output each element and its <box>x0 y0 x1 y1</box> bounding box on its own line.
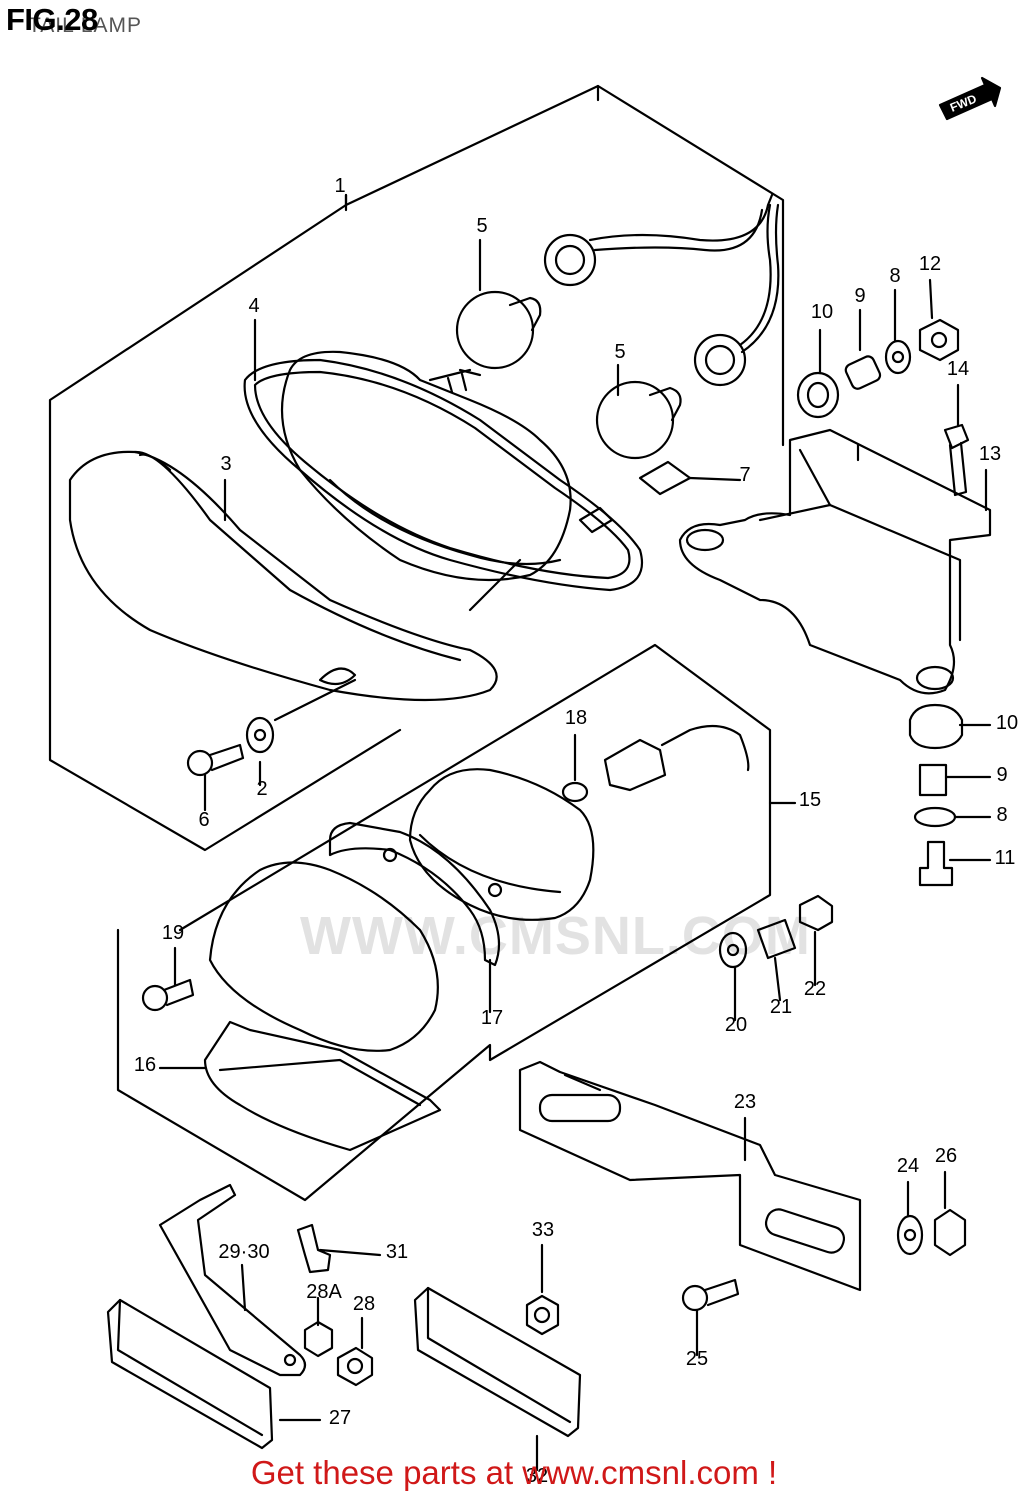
callout-9: 9 <box>854 285 865 307</box>
nut-26 <box>933 1208 967 1257</box>
washer-2 <box>245 716 275 754</box>
callout-10: 10 <box>996 712 1018 734</box>
figure-subtitle: TAIL LAMP <box>28 14 143 37</box>
gasket-4 <box>243 358 644 592</box>
nut-33 <box>525 1294 560 1336</box>
group-frame-15 <box>116 643 772 1202</box>
callout-27: 27 <box>329 1407 351 1429</box>
clip-7 <box>638 460 692 496</box>
bolt-11 <box>918 840 954 887</box>
collar-21 <box>756 918 797 960</box>
socket-lower <box>693 333 747 387</box>
lens-3-outline <box>68 450 498 702</box>
callout-16: 16 <box>134 1054 156 1076</box>
callout-10: 10 <box>811 301 833 323</box>
bolt-14 <box>943 423 970 497</box>
callout-18: 18 <box>565 707 587 729</box>
bulb-5a <box>455 290 535 370</box>
callout-12: 12 <box>919 253 941 275</box>
collar-9-upper <box>844 355 882 390</box>
bulb-5b <box>595 380 675 460</box>
screw-19 <box>141 984 169 1012</box>
callout-13: 13 <box>979 443 1001 465</box>
reflector-bracket-29-30 <box>158 1183 307 1377</box>
washer-20 <box>718 931 748 969</box>
callout-26: 26 <box>935 1145 957 1167</box>
callout-24: 24 <box>897 1155 919 1177</box>
bulb-18 <box>561 781 589 803</box>
callout-23: 23 <box>734 1091 756 1113</box>
socket-upper <box>543 233 597 287</box>
callout-31: 31 <box>386 1241 408 1263</box>
bracket-13 <box>678 428 992 695</box>
callout-9: 9 <box>996 764 1007 786</box>
gasket-17 <box>328 821 501 967</box>
callout-labels: 1234556789101213141098111517181916202122… <box>134 175 1018 1487</box>
nut-28A <box>303 1320 334 1358</box>
callout-4: 4 <box>248 295 259 317</box>
callout-11: 11 <box>995 847 1016 869</box>
callout-5: 5 <box>614 341 625 363</box>
callout-28A: 28A <box>306 1281 342 1303</box>
washer-24 <box>896 1214 924 1256</box>
lens-16 <box>208 861 439 1052</box>
washer-8-upper <box>884 339 912 375</box>
callout-22: 22 <box>804 978 826 1000</box>
collar-9-lower <box>918 763 948 797</box>
nut-12 <box>918 318 960 362</box>
socket-license <box>603 738 667 792</box>
callout-8: 8 <box>996 804 1007 826</box>
callout-32: 32 <box>526 1465 548 1487</box>
callout-25: 25 <box>686 1348 708 1370</box>
callout-19: 19 <box>162 922 184 944</box>
nut-28 <box>336 1346 374 1387</box>
grommet-10-upper <box>796 371 840 419</box>
callout-2: 2 <box>256 778 267 800</box>
callout-21: 21 <box>770 996 792 1018</box>
callout-17: 17 <box>481 1007 503 1029</box>
callout-33: 33 <box>532 1219 554 1241</box>
callout-8: 8 <box>889 265 900 287</box>
group-frame-1 <box>344 84 785 447</box>
screw-25 <box>681 1284 709 1312</box>
callout-7: 7 <box>739 464 750 486</box>
figure-number: FIG.28 <box>6 2 98 37</box>
callout-3: 3 <box>220 453 231 475</box>
callout-20: 20 <box>725 1014 747 1036</box>
bolt-31 <box>296 1223 332 1274</box>
nut-22 <box>798 894 834 932</box>
lamp-housing <box>280 350 572 582</box>
callout-28: 28 <box>353 1293 375 1315</box>
license-bracket-23 <box>518 1060 862 1292</box>
callout-6: 6 <box>198 809 209 831</box>
callout-5: 5 <box>476 215 487 237</box>
footer-link[interactable]: Get these parts at www.cmsnl.com ! <box>250 1454 778 1491</box>
license-lamp-housing <box>408 768 595 921</box>
screw-6 <box>186 749 214 777</box>
callout-14: 14 <box>947 358 969 380</box>
grommet-10-lower <box>908 703 964 750</box>
callout-29-30: 29·30 <box>218 1241 269 1263</box>
callout-15: 15 <box>799 789 821 811</box>
washer-8-lower <box>913 806 957 828</box>
fwd-arrow-icon <box>938 76 1002 121</box>
callout-1: 1 <box>334 175 345 197</box>
